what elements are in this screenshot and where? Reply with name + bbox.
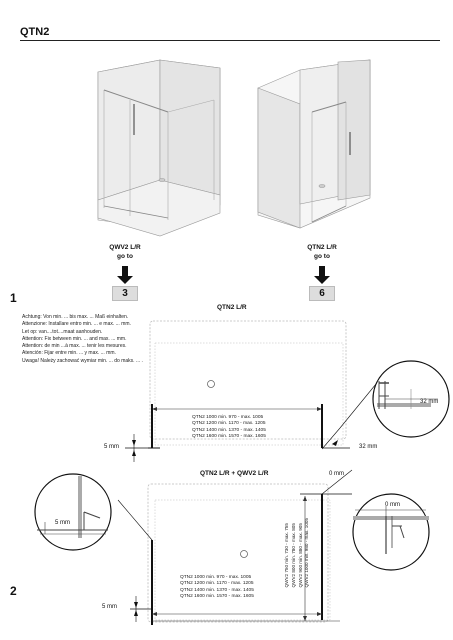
illustration-caption-left: QWV2 L/R go to [108,243,142,261]
dimension-label: 32 mm [420,399,439,405]
table-row: QWV2 900 min. 880 - max. 905 [297,523,303,588]
section2-plan [117,469,353,625]
table-row: QTN2 1200 min. 1170 - max. 1205 [192,421,266,427]
step-badge[interactable]: 6 [309,286,335,301]
warning-line: Atención: Fijar entre min. ... y max. ..… [22,350,116,357]
dimension-label: 5 mm [102,604,117,610]
table-row: QTN2 1200 min. 1170 - max. 1205 [180,581,254,587]
table-row: QTN2 1600 min. 1570 - max. 1605 [192,434,266,440]
table-row: QWV2 800 min. 780 - max. 805 [290,523,296,588]
caption-line: go to [314,253,330,260]
section-title: QTN2 L/R + QWV2 L/R [200,470,269,477]
dimension-label: 32 mm [359,444,378,450]
size-table: QTN2 1000 min. 970 - max. 1005 QTN2 1200… [192,415,266,441]
section-title: QTN2 L/R [217,304,247,311]
dimension-label: 5 mm [104,444,119,450]
dimension-label: 0 mm [329,471,344,477]
warning-line: Achtung: Von min. ... bis max. ... Maß e… [22,314,129,320]
warning-line: Attention: Fix between min. ... and max.… [22,335,127,342]
section1-detail-circle [372,360,450,438]
table-row: QTN2 1400 min. 1370 - max. 1405 [180,587,254,593]
header-rule [20,40,440,42]
table-row: QWV2 1000 min. 980 - max. 1005 [304,518,310,588]
shower-illustration-right [257,59,371,229]
step-badge[interactable]: 3 [112,286,138,301]
warning-line: Uwaga! Należy zachować wymiar min. ... d… [22,357,143,364]
section-number: 1 [10,291,17,305]
table-row: QTN2 1000 min. 970 - max. 1005 [180,575,252,580]
section2-detail-circle-left [34,473,112,551]
dimension-label: 5 mm [55,520,70,526]
warning-line: Attenzione: Installare entro min. ... e … [22,321,131,328]
table-row: QTN2 1400 min. 1370 - max. 1405 [192,427,266,433]
arrow-down-icon [314,266,330,284]
caption-line: QTN2 L/R [307,244,337,251]
section2-detail-circle-right [352,493,430,571]
size-table-vertical: QWV2 750 min. 730 - max. 755 QWV2 800 mi… [284,518,310,587]
illustration-caption-right: QTN2 L/R go to [304,243,340,261]
table-row: QTN2 1000 min. 970 - max. 1005 [192,415,264,420]
page-title: QTN2 [20,26,50,38]
section1-plan [125,320,377,462]
table-row: QWV2 750 min. 730 - max. 755 [284,523,289,588]
arrow-down-icon [117,266,133,284]
dimension-label: 0 mm [385,502,400,508]
caption-line: QWV2 L/R [109,244,141,251]
size-table: QTN2 1000 min. 970 - max. 1005 QTN2 1200… [180,575,254,601]
warning-line: Let op: van....tot....maat aanhouden. [22,328,103,335]
warning-text: Achtung: Von min. ... bis max. ... Maß e… [22,314,143,365]
caption-line: go to [117,253,133,260]
section-number: 2 [10,584,17,598]
warning-line: Attention: de min ...à max. ... tenir le… [22,343,127,350]
table-row: QTN2 1600 min. 1570 - max. 1605 [180,594,254,600]
shower-illustration-left [97,59,221,237]
